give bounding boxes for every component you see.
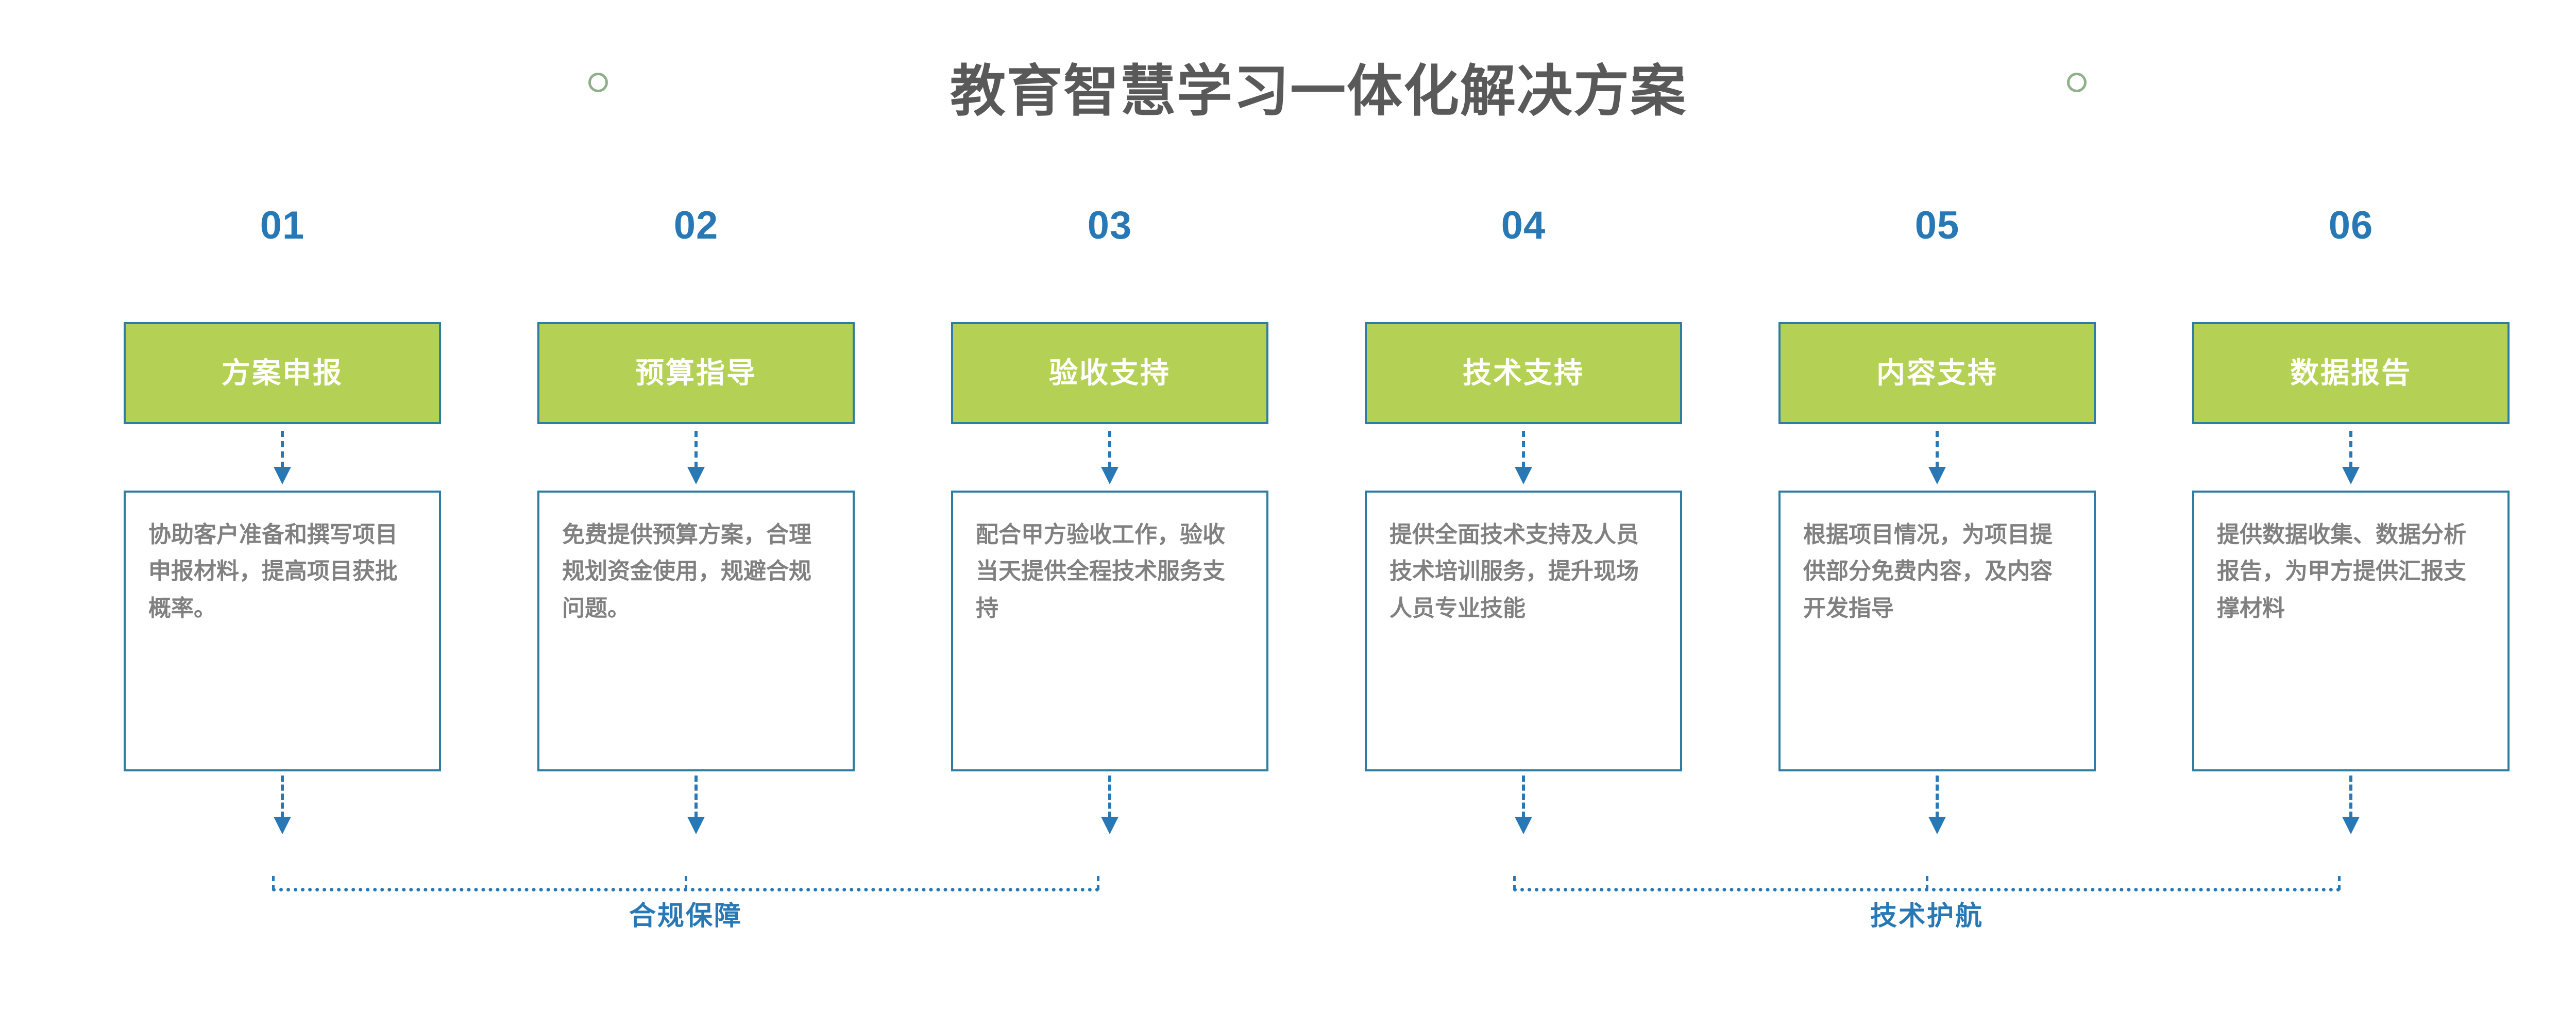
down-arrow-icon-3a — [1099, 431, 1120, 493]
group-bracket-1 — [272, 876, 1099, 891]
arrow-head — [687, 817, 705, 834]
step-column-1: 01 方案申报 协助客户准备和撰写项目申报材料，提高项目获批概率。 — [124, 0, 441, 1011]
arrow-shaft — [1108, 431, 1111, 468]
arrow-head — [1101, 817, 1118, 834]
bracket-stem-right — [1097, 876, 1099, 890]
step-header-label-5: 内容支持 — [1876, 357, 1998, 389]
bracket-stem-left — [272, 876, 275, 890]
bracket-baseline — [272, 888, 1099, 891]
down-arrow-icon-2a — [686, 431, 706, 493]
step-description-text-5: 根据项目情况，为项目提供部分免费内容，及内容开发指导 — [1803, 522, 2053, 621]
arrow-shaft — [1522, 431, 1525, 468]
step-header-box-3[interactable]: 验收支持 — [951, 322, 1268, 424]
arrow-head — [687, 467, 705, 484]
step-description-box-1[interactable]: 协助客户准备和撰写项目申报材料，提高项目获批概率。 — [124, 491, 441, 771]
step-column-4: 04 技术支持 提供全面技术支持及人员技术培训服务，提升现场人员专业技能 — [1365, 0, 1682, 1011]
bracket-stem-left — [1513, 876, 1516, 890]
page-title: 教育智慧学习一体化解决方案 — [950, 60, 1687, 122]
group-label-1: 合规保障 — [629, 901, 742, 931]
arrow-shaft — [2349, 776, 2352, 818]
down-arrow-icon-4b — [1513, 776, 1534, 844]
down-arrow-icon-6b — [2341, 776, 2361, 844]
step-header-label-3: 验收支持 — [1049, 357, 1171, 389]
step-header-label-1: 方案申报 — [222, 357, 343, 389]
step-header-box-6[interactable]: 数据报告 — [2192, 322, 2510, 424]
down-arrow-icon-1b — [272, 776, 293, 844]
down-arrow-icon-4a — [1513, 431, 1534, 493]
step-header-label-2: 预算指导 — [635, 357, 757, 389]
step-header-box-5[interactable]: 内容支持 — [1778, 322, 2096, 424]
step-number-2: 02 — [673, 204, 719, 247]
step-description-box-3[interactable]: 配合甲方验收工作，验收当天提供全程技术服务支持 — [951, 491, 1268, 771]
bracket-stem-mid — [685, 876, 687, 890]
step-column-2: 02 预算指导 免费提供预算方案，合理规划资金使用，规避合规问题。 — [537, 0, 855, 1011]
step-number-6: 06 — [2328, 204, 2374, 247]
bracket-baseline — [1513, 888, 2341, 891]
arrow-head — [1928, 817, 1946, 834]
step-description-box-4[interactable]: 提供全面技术支持及人员技术培训服务，提升现场人员专业技能 — [1365, 491, 1682, 771]
step-header-box-2[interactable]: 预算指导 — [537, 322, 855, 424]
step-header-label-6: 数据报告 — [2290, 357, 2412, 389]
step-description-text-1: 协助客户准备和撰写项目申报材料，提高项目获批概率。 — [148, 522, 398, 621]
step-column-6: 06 数据报告 提供数据收集、数据分析报告，为甲方提供汇报支撑材料 — [2192, 0, 2510, 1011]
group-bracket-2 — [1513, 876, 2341, 891]
down-arrow-icon-5a — [1927, 431, 1947, 493]
step-column-5: 05 内容支持 根据项目情况，为项目提供部分免费内容，及内容开发指导 — [1778, 0, 2096, 1011]
arrow-shaft — [1522, 776, 1525, 818]
step-description-text-3: 配合甲方验收工作，验收当天提供全程技术服务支持 — [976, 522, 1225, 621]
step-header-box-4[interactable]: 技术支持 — [1365, 322, 1682, 424]
circle-decoration-icon-right — [2067, 73, 2087, 92]
step-description-text-4: 提供全面技术支持及人员技术培训服务，提升现场人员专业技能 — [1389, 522, 1639, 621]
bracket-stem-right — [2338, 876, 2341, 890]
arrow-shaft — [281, 776, 284, 818]
down-arrow-icon-1a — [272, 431, 293, 493]
down-arrow-icon-5b — [1927, 776, 1947, 844]
arrow-shaft — [694, 431, 698, 468]
group-label-2: 技术护航 — [1870, 901, 1984, 931]
step-number-4: 04 — [1501, 204, 1546, 247]
step-column-3: 03 验收支持 配合甲方验收工作，验收当天提供全程技术服务支持 — [951, 0, 1268, 1011]
down-arrow-icon-3b — [1099, 776, 1120, 844]
arrow-head — [1928, 467, 1946, 484]
step-number-5: 05 — [1914, 204, 1960, 247]
bracket-stem-mid — [1926, 876, 1928, 890]
step-description-text-2: 免费提供预算方案，合理规划资金使用，规避合规问题。 — [562, 522, 811, 621]
arrow-head — [1515, 467, 1532, 484]
step-number-3: 03 — [1087, 204, 1132, 247]
arrow-shaft — [281, 431, 284, 468]
arrow-head — [274, 467, 291, 484]
arrow-shaft — [1108, 776, 1111, 818]
down-arrow-icon-6a — [2341, 431, 2361, 493]
arrow-head — [274, 817, 291, 834]
step-number-1: 01 — [260, 204, 305, 247]
step-description-box-6[interactable]: 提供数据收集、数据分析报告，为甲方提供汇报支撑材料 — [2192, 491, 2510, 771]
step-description-box-5[interactable]: 根据项目情况，为项目提供部分免费内容，及内容开发指导 — [1778, 491, 2096, 771]
step-description-box-2[interactable]: 免费提供预算方案，合理规划资金使用，规避合规问题。 — [537, 491, 855, 771]
arrow-shaft — [2349, 431, 2352, 468]
arrow-head — [2342, 817, 2360, 834]
arrow-shaft — [1936, 431, 1939, 468]
arrow-shaft — [694, 776, 698, 818]
down-arrow-icon-2b — [686, 776, 706, 844]
step-header-label-4: 技术支持 — [1463, 357, 1584, 389]
circle-decoration-icon-left — [588, 73, 608, 92]
step-description-text-6: 提供数据收集、数据分析报告，为甲方提供汇报支撑材料 — [2217, 522, 2466, 621]
step-header-box-1[interactable]: 方案申报 — [124, 322, 441, 424]
arrow-shaft — [1936, 776, 1939, 818]
arrow-head — [1101, 467, 1118, 484]
arrow-head — [2342, 467, 2360, 484]
arrow-head — [1515, 817, 1532, 834]
